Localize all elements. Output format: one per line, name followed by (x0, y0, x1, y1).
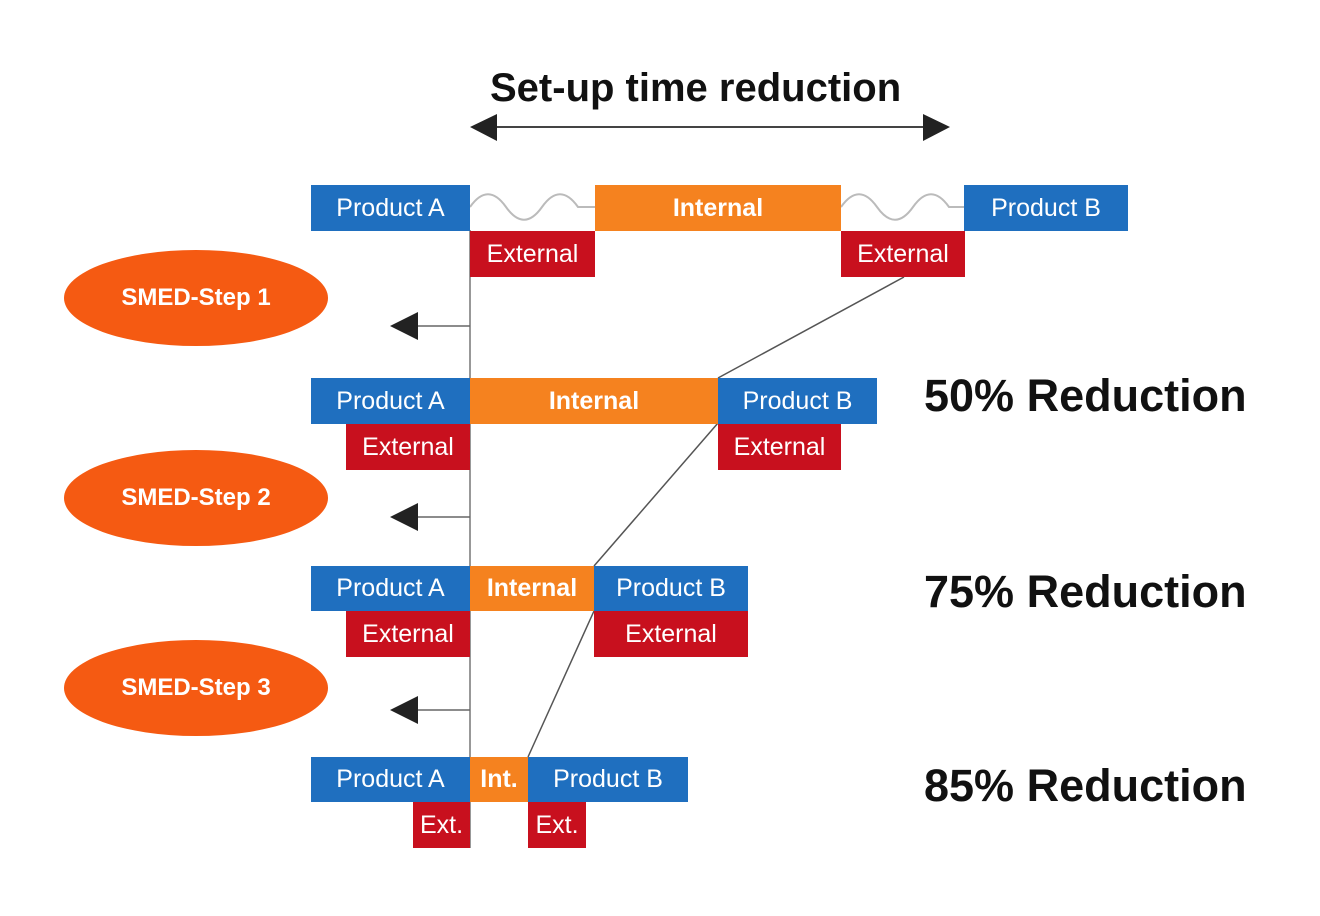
left-arrow-icon (390, 696, 470, 724)
left-arrow-icon (390, 503, 470, 531)
external-box: External (346, 424, 470, 470)
internal-box: Int. (470, 757, 528, 802)
product-b-box: Product B (964, 185, 1128, 231)
diagram-title: Set-up time reduction (490, 66, 902, 110)
external-box: External (346, 611, 470, 657)
reduction-label: 85% Reduction (924, 760, 1247, 811)
external-box: External (718, 424, 841, 470)
smed-step-2-badge: SMED-Step 2 (64, 450, 328, 546)
product-b-box: Product B (594, 566, 748, 611)
product-a-box: Product A (311, 566, 470, 611)
reduction-label: 75% Reduction (924, 566, 1247, 617)
internal-box: Internal (595, 185, 841, 231)
external-box: External (594, 611, 748, 657)
external-box: External (841, 231, 965, 277)
reduction-line (717, 276, 905, 379)
product-a-box: Product A (311, 185, 470, 231)
external-box: External (470, 231, 595, 277)
internal-box: Internal (470, 378, 718, 424)
reduction-label: 50% Reduction (924, 370, 1247, 421)
external-box: Ext. (528, 802, 586, 848)
wavy-line-icon (469, 193, 595, 221)
product-b-box: Product B (718, 378, 877, 424)
reduction-line (593, 422, 719, 567)
external-box: Ext. (413, 802, 470, 848)
smed-step-3-badge: SMED-Step 3 (64, 640, 328, 736)
internal-box: Internal (470, 566, 594, 611)
smed-step-1-badge: SMED-Step 1 (64, 250, 328, 346)
wavy-line-icon (840, 193, 964, 221)
product-b-box: Product B (528, 757, 688, 802)
product-a-box: Product A (311, 378, 470, 424)
double-headed-arrow-icon (470, 114, 950, 141)
left-arrow-icon (390, 312, 470, 340)
reduction-line (527, 610, 595, 758)
product-a-box: Product A (311, 757, 470, 802)
